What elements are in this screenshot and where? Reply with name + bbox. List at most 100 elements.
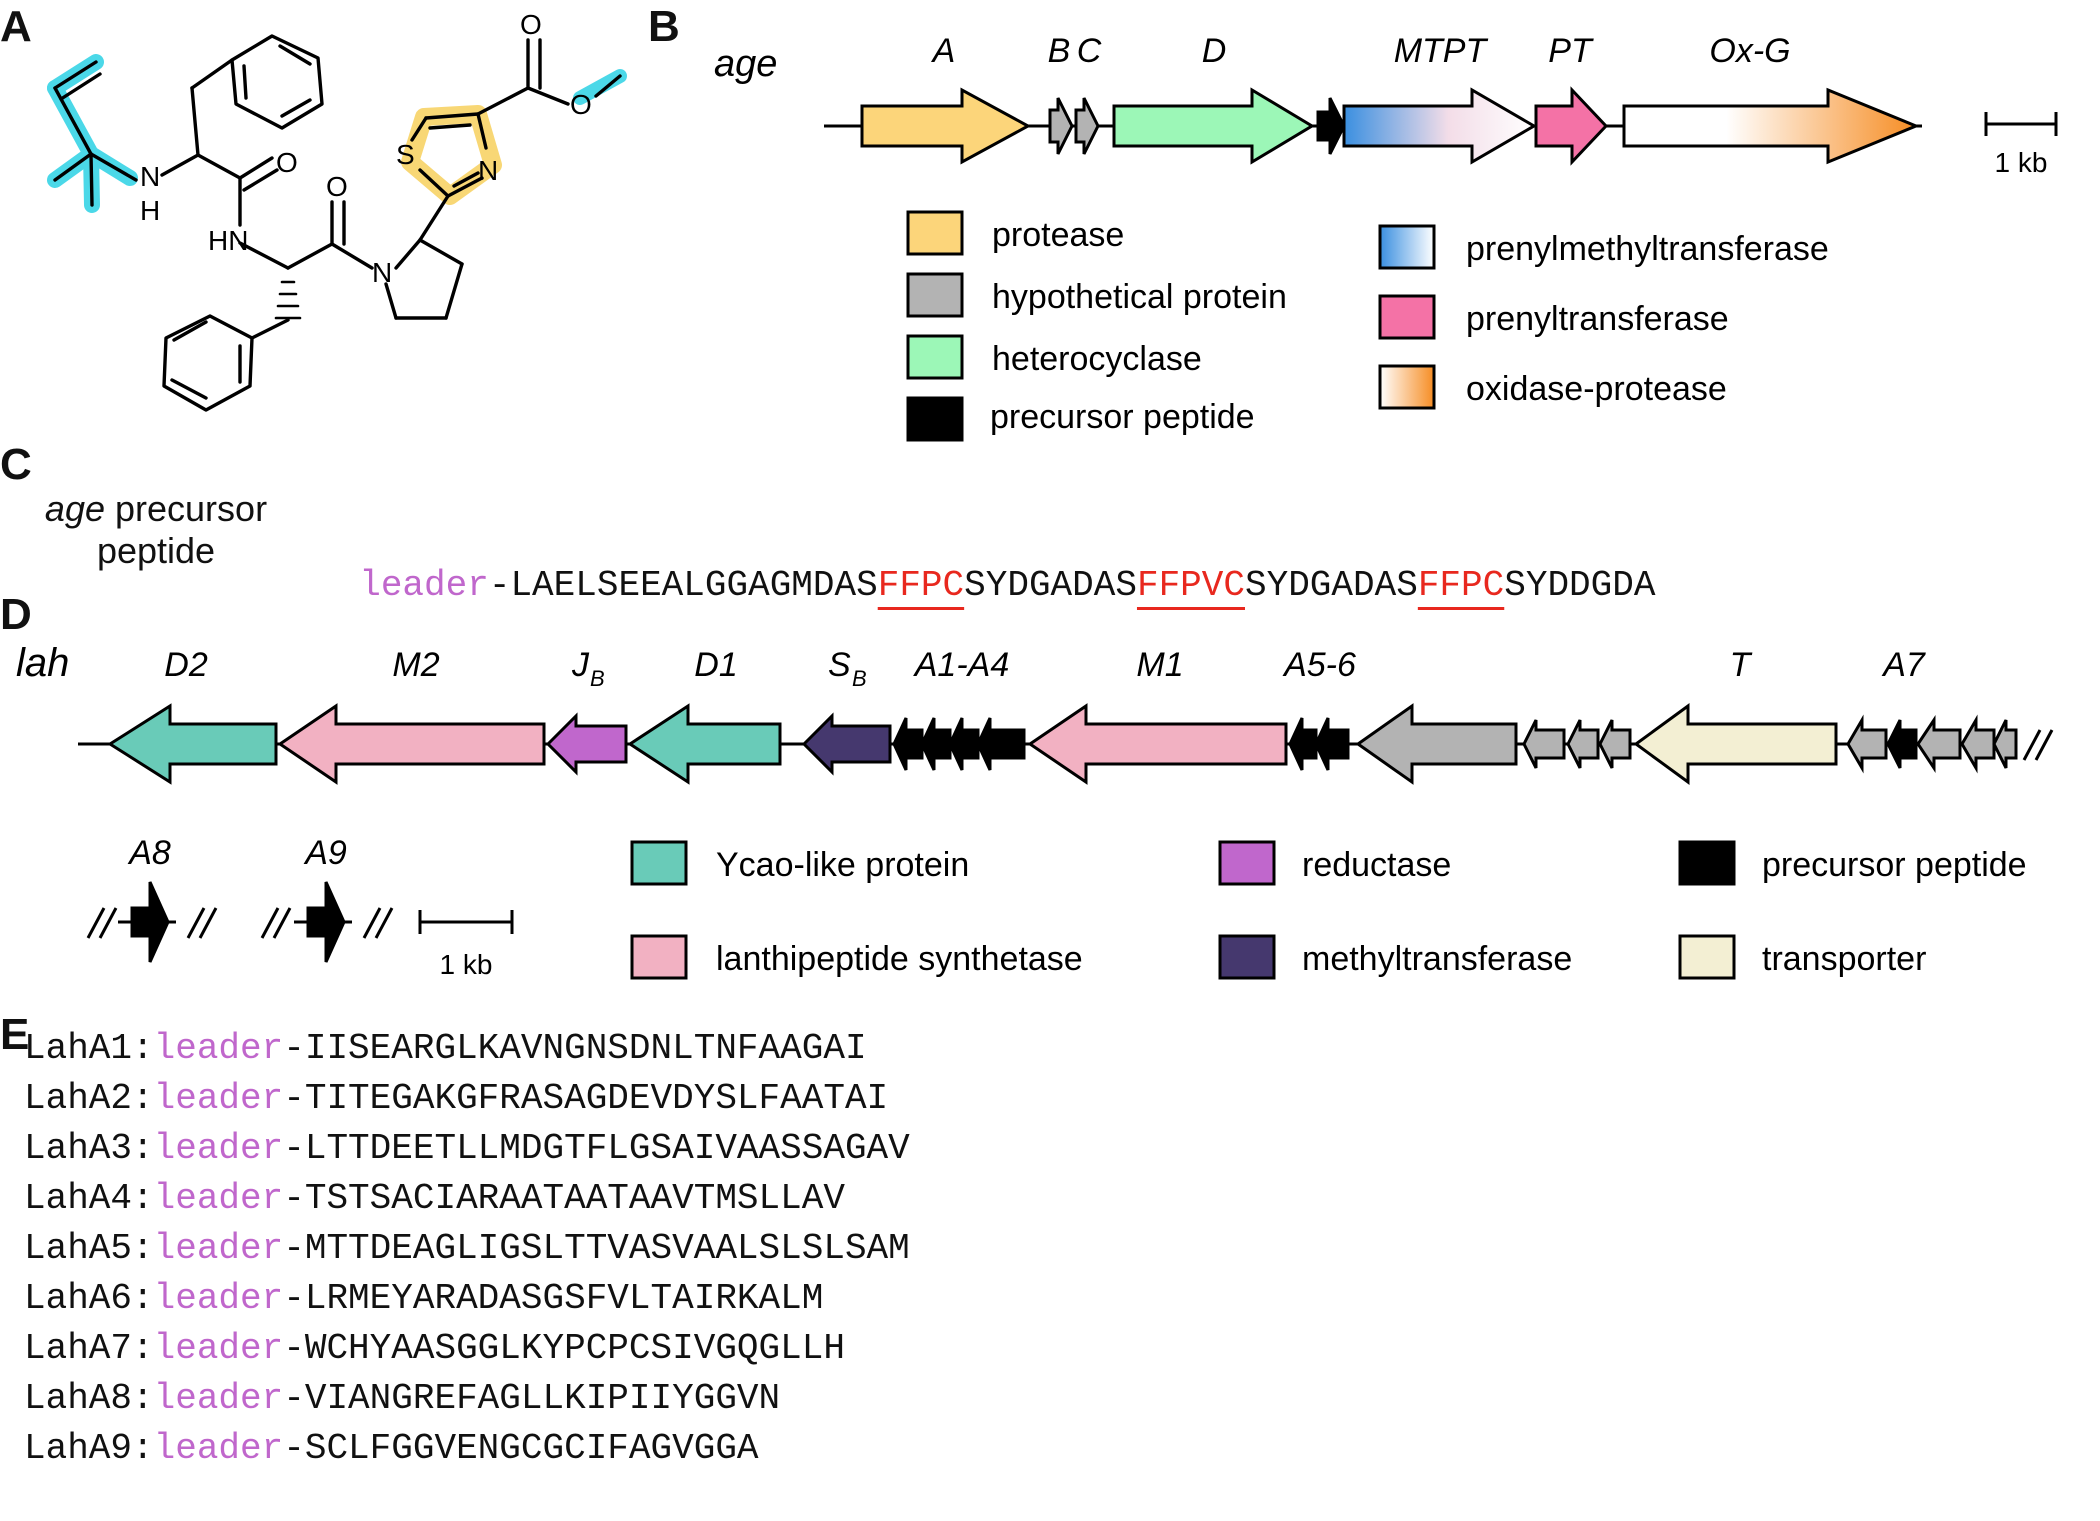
chemical-structure: N H O HN O N S N O O xyxy=(47,9,627,412)
gene-lah-A1 xyxy=(892,717,924,771)
atom-labels: N H O HN O N S N O O xyxy=(140,9,592,288)
lah-A8-fragment xyxy=(86,881,218,963)
gene-label-SB-sub: B xyxy=(852,666,867,691)
sequence-row: LahA5:leader-MTTDEAGLIGSLTTVASVAALSLSLSA… xyxy=(24,1228,910,1269)
sequence-part: SYDGADAS xyxy=(964,565,1137,606)
svg-text:N: N xyxy=(478,155,498,186)
sequence-row: LahA7:leader-WCHYAASGGLKYPCPCSIVGQGLLH xyxy=(24,1328,845,1369)
gene-label-JB-sub: B xyxy=(590,666,605,691)
legend-swatch-prenyltransferase xyxy=(1378,294,1436,340)
gene-label-MTPT: MTPT xyxy=(1394,32,1489,70)
gene-lah-A7 xyxy=(1886,719,1918,769)
gene-age-OxG xyxy=(1622,87,1920,165)
gene-lah-T xyxy=(1633,703,1838,785)
laha-sequence-list: LahA1:leader-IISEARGLKAVNGNSDNLTNFAAGAI … xyxy=(24,1024,910,1474)
gene-label-A7: A7 xyxy=(1881,646,1926,684)
gene-lah-JB xyxy=(545,712,628,776)
gene-age-MTPT xyxy=(1342,87,1537,165)
legend-label-protease: protease xyxy=(992,216,1124,254)
legend-swatch-oxidase-protease xyxy=(1378,364,1436,410)
gene-lah-A5 xyxy=(1288,717,1318,771)
gene-lah-hyp-1 xyxy=(1355,703,1518,785)
gene-label-A1-A4: A1-A4 xyxy=(913,646,1010,684)
gene-label-D2: D2 xyxy=(164,646,208,684)
motif-ffpc-1: FFPC xyxy=(877,565,965,606)
gene-lah-A6 xyxy=(1314,717,1350,771)
gene-lah-hyp-4 xyxy=(1598,719,1632,769)
motif-ffpc-2: FFPC xyxy=(1417,565,1505,606)
age-precursor-sequence: leader-LAELSEEALGGAGMDASFFPCSYDGADASFFPV… xyxy=(316,524,1655,606)
svg-text:O: O xyxy=(570,89,592,120)
legend-swatch-precursor xyxy=(906,396,964,442)
gene-lah-SB xyxy=(801,712,892,776)
legend-swatch-precursor-peptide xyxy=(1678,840,1736,886)
motif-ffpvc: FFPVC xyxy=(1136,565,1245,606)
sequence-row: LahA9:leader-SCLFGGVENGCGCIFAGVGGA xyxy=(24,1428,759,1469)
age-scale-label: 1 kb xyxy=(1995,147,2048,178)
lah-A9-fragment xyxy=(260,881,394,963)
gene-label-A: A xyxy=(931,32,956,70)
gene-label-D: D xyxy=(1202,32,1227,70)
panel-label-e: E xyxy=(0,1010,30,1059)
svg-text:N: N xyxy=(140,161,160,192)
lah-scale-bar xyxy=(418,910,514,934)
legend-label-hypothetical: hypothetical protein xyxy=(992,278,1287,316)
svg-text:H: H xyxy=(140,195,160,226)
gene-lah-A3 xyxy=(948,717,980,771)
panel-label-b: B xyxy=(648,2,680,51)
gene-label-T: T xyxy=(1730,646,1753,684)
gene-label-JB: J xyxy=(571,646,590,684)
gene-lah-hyp-2 xyxy=(1522,719,1566,769)
panel-label-d: D xyxy=(0,590,32,639)
gene-lah-hyp-6 xyxy=(1916,715,1962,773)
gene-label-C: C xyxy=(1077,32,1102,70)
gene-age-PT xyxy=(1534,86,1609,166)
svg-text:S: S xyxy=(396,139,415,170)
sequence-row: LahA1:leader-IISEARGLKAVNGNSDNLTNFAAGAI xyxy=(24,1028,867,1069)
legend-swatch-heterocyclase xyxy=(906,334,964,380)
sequence-part: SYDGADAS xyxy=(1245,565,1418,606)
gene-label-PT: PT xyxy=(1548,32,1594,70)
sequence-row: LahA4:leader-TSTSACIARAATAATAAVTMSLLAV xyxy=(24,1178,845,1219)
gene-lah-hyp-5 xyxy=(1846,714,1888,774)
gene-age-A xyxy=(860,87,1032,165)
legend-swatch-hypothetical xyxy=(906,272,964,318)
lah-gene-cluster: lah D2 M2 J B D1 S B A1-A4 xyxy=(16,641,2054,980)
gene-age-precursor xyxy=(1316,97,1346,155)
gene-lah-A2 xyxy=(920,717,952,771)
gene-lah-A4 xyxy=(976,717,1026,771)
leader-label: leader xyxy=(359,565,489,606)
panel-label-c: C xyxy=(0,440,32,489)
gene-age-D xyxy=(1112,87,1315,165)
legend-label-prenyltransferase: prenyltransferase xyxy=(1466,300,1729,338)
gene-lah-hyp-3 xyxy=(1566,719,1600,769)
legend-swatch-lanthipeptide-synthetase xyxy=(630,934,688,980)
gene-age-B xyxy=(1048,97,1074,155)
age-scale-bar xyxy=(1984,112,2058,136)
gene-label-A5-6: A5-6 xyxy=(1282,646,1356,684)
legend-swatch-transporter xyxy=(1678,934,1736,980)
svg-text:O: O xyxy=(276,147,298,178)
legend-label-ycao: Ycao-like protein xyxy=(716,846,969,884)
age-cluster-name: age xyxy=(714,43,777,85)
gene-lah-hyp-7 xyxy=(1960,714,1996,774)
gene-label-A9: A9 xyxy=(303,834,347,872)
svg-text:O: O xyxy=(326,171,348,202)
sequence-row: LahA8:leader-VIANGREFAGLLKIPIIYGGVN xyxy=(24,1378,781,1419)
svg-text:O: O xyxy=(520,9,542,40)
legend-label-heterocyclase: heterocyclase xyxy=(992,340,1202,378)
legend-label-prenylmethyltransferase: prenylmethyltransferase xyxy=(1466,230,1829,268)
gene-age-C xyxy=(1074,97,1100,155)
age-gene-cluster: age A B C D MTPT PT Ox-G 1 kb protease h… xyxy=(714,32,2058,442)
legend-swatch-ycao xyxy=(630,840,688,886)
legend-label-oxidase-protease: oxidase-protease xyxy=(1466,370,1727,408)
legend-label-lanthipeptide-synthetase: lanthipeptide synthetase xyxy=(716,940,1083,978)
legend-label-reductase: reductase xyxy=(1302,846,1451,884)
lah-scale-label: 1 kb xyxy=(440,949,493,980)
age-precursor-title: age precursor peptide xyxy=(44,488,268,571)
legend-label-transporter: transporter xyxy=(1762,940,1926,978)
gene-lah-A8 xyxy=(130,881,170,963)
gene-label-A8: A8 xyxy=(127,834,171,872)
legend-swatch-methyltransferase xyxy=(1218,934,1276,980)
legend-swatch-prenylmethyltransferase xyxy=(1378,224,1436,270)
